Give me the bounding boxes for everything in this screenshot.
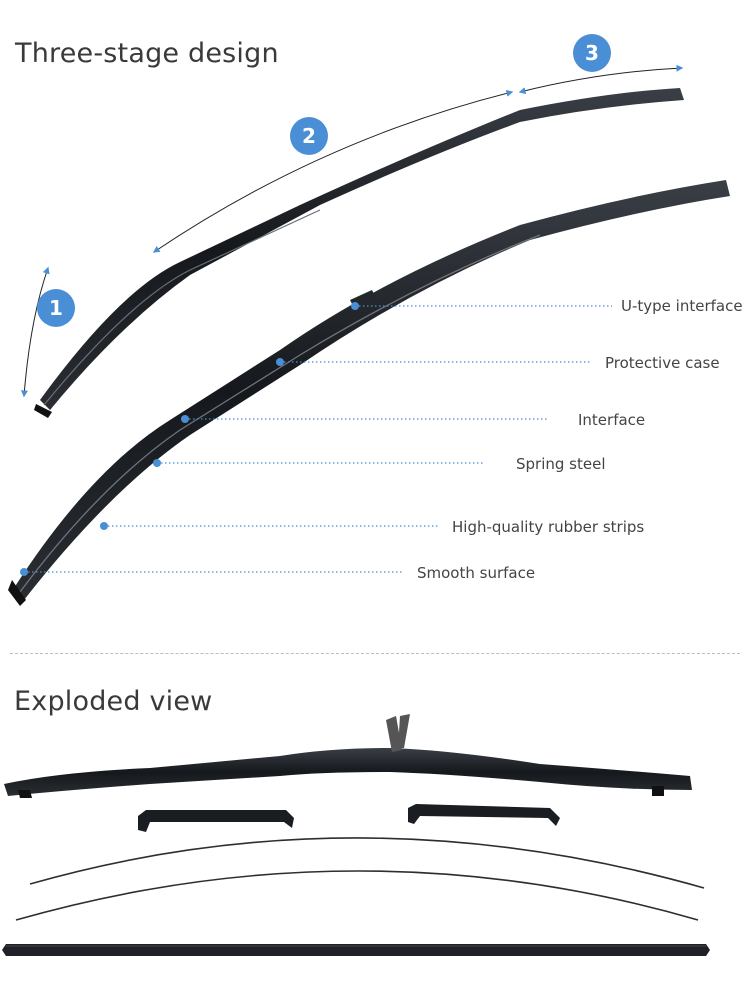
stage-badge-1: 1 (37, 289, 75, 327)
upper-wiper-blade (34, 88, 684, 418)
section-divider (10, 653, 740, 654)
exploded-connector-left (138, 810, 294, 832)
exploded-spring-steel-upper (29, 837, 705, 889)
callout-rubber-strips: High-quality rubber strips (452, 518, 645, 536)
exploded-spring-steel-lower (15, 870, 699, 921)
lower-wiper-blade (8, 180, 730, 606)
callout-leaders (24, 305, 612, 573)
stage-badge-3: 3 (573, 34, 611, 72)
callout-smooth-surface: Smooth surface (417, 564, 536, 582)
stage-1-arc (20, 266, 50, 398)
section-title-three-stage: Three-stage design (15, 38, 279, 69)
exploded-frame (4, 714, 692, 798)
stage-3-arc (518, 64, 684, 95)
exploded-rubber-strip (2, 944, 710, 956)
stage-2-arc (152, 89, 514, 253)
stage-badge-2: 2 (290, 117, 328, 155)
callout-u-type-interface: U-type interface (621, 297, 743, 315)
section-title-exploded-view: Exploded view (14, 686, 213, 717)
callout-interface: Interface (578, 411, 646, 429)
callout-spring-steel: Spring steel (516, 455, 606, 473)
exploded-connector-right (408, 804, 560, 826)
callout-dots (20, 302, 359, 576)
callout-protective-case: Protective case (605, 354, 720, 372)
